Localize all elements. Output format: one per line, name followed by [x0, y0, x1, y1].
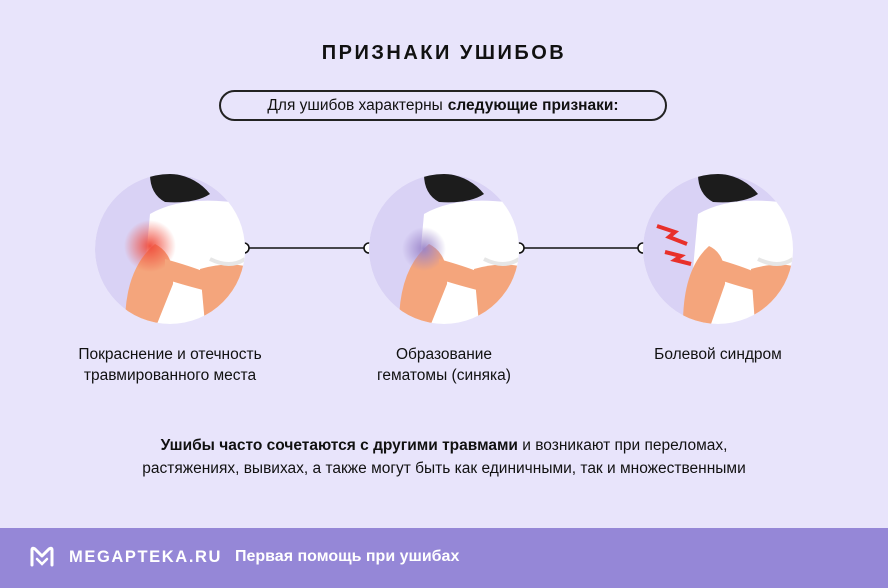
illustration-redness	[95, 174, 245, 324]
megapteka-logo-icon	[30, 546, 54, 567]
caption-redness: Покраснение и отечность травмированного …	[78, 346, 262, 384]
note-rest: и возникают при переломах,	[522, 437, 728, 454]
pain-bolt-icon	[656, 224, 688, 246]
info-note: Ушибы часто сочетаются с другими травмам…	[60, 434, 828, 480]
note-bold: Ушибы часто сочетаются с другими травмам…	[160, 437, 518, 454]
illustration-bruise	[369, 174, 519, 324]
note-line2: растяжениях, вывихах, а также могут быть…	[142, 460, 746, 477]
brand-name[interactable]: MEGAPTEKA.RU	[69, 548, 223, 566]
page-title: ПРИЗНАКИ УШИБОВ	[321, 42, 567, 64]
pain-bolt-icon	[664, 250, 692, 266]
illustration-pain	[643, 174, 793, 324]
caption-pain: Болевой синдром	[654, 346, 782, 363]
subtitle-bold: следующие признаки:	[447, 96, 619, 114]
subtitle-pill: Для ушибов характерны следующие признаки…	[219, 90, 667, 121]
subtitle-prefix: Для ушибов характерны	[267, 96, 443, 114]
footer-caption: Первая помощь при ушибах	[235, 548, 460, 565]
caption-bruise: Образование гематомы (синяка)	[377, 346, 511, 384]
footer-bar: MEGAPTEKA.RU Первая помощь при ушибах	[0, 528, 888, 588]
